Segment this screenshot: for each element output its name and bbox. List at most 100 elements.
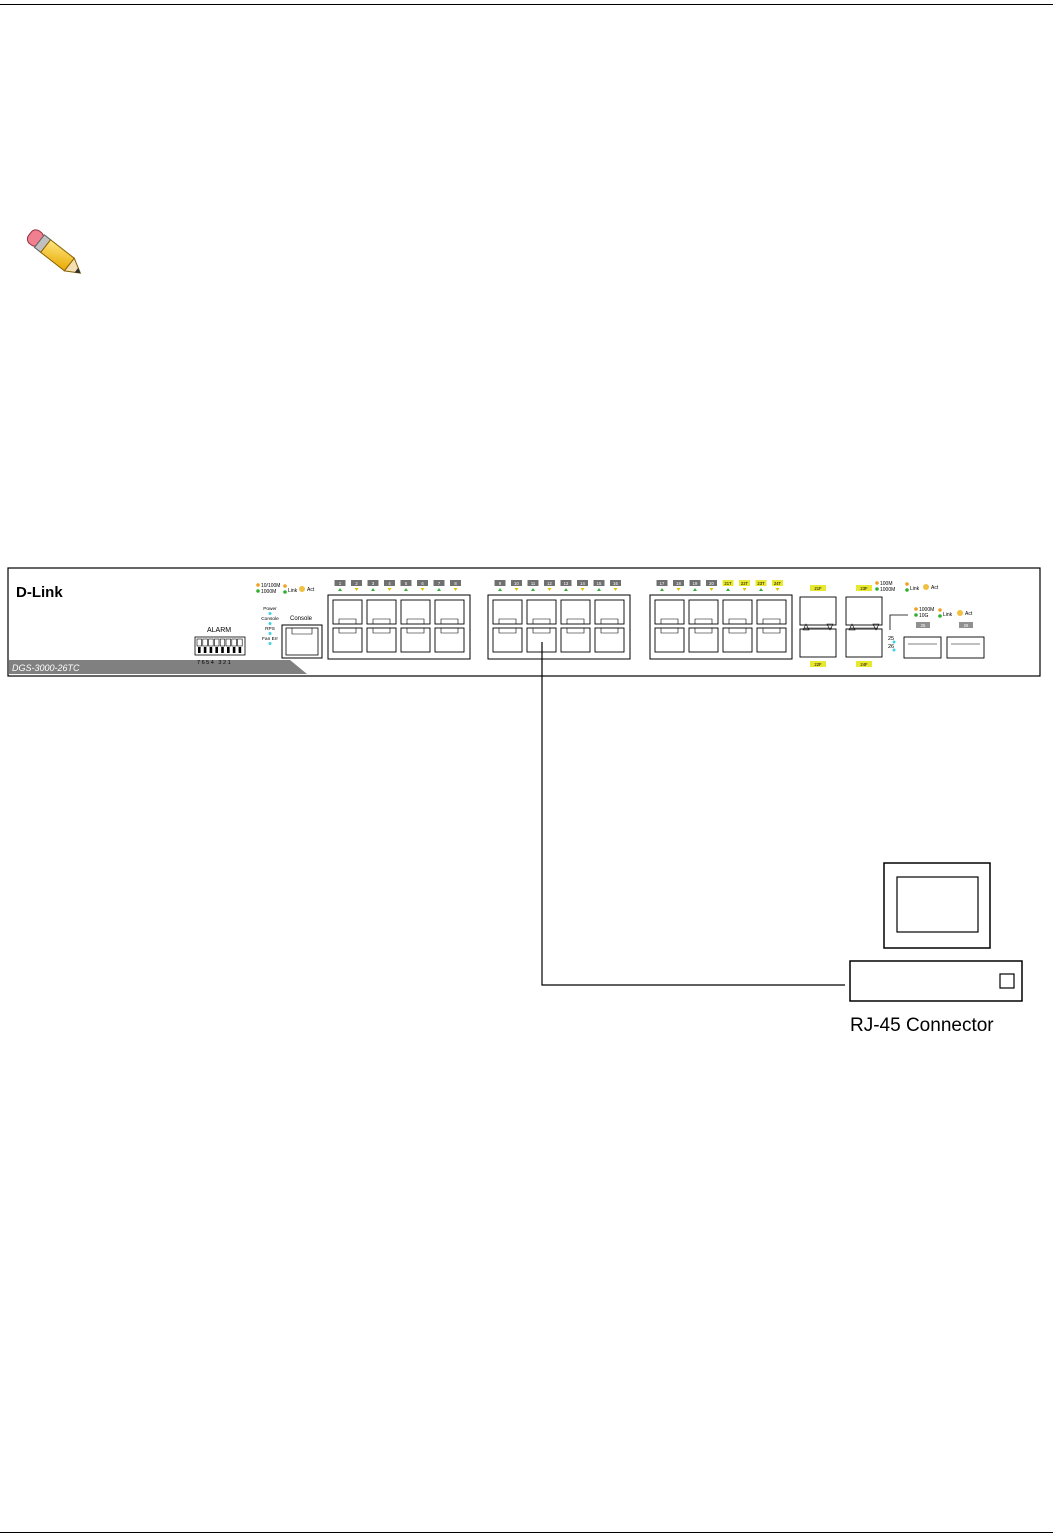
port-arrow-up xyxy=(564,588,568,591)
header-rule xyxy=(0,4,1053,5)
pencil-note-icon xyxy=(26,229,82,274)
combo-link-orange xyxy=(905,582,909,586)
port-number-label: 19 xyxy=(693,581,698,586)
port-arrow-down xyxy=(420,588,425,591)
port-number-tag xyxy=(739,580,750,586)
tengig-link-green xyxy=(938,614,942,618)
connector-label: RJ-45 Connector xyxy=(850,1015,994,1036)
computer-case xyxy=(849,960,1023,1002)
alarm-pin-screw xyxy=(198,647,201,653)
port-arrow-down xyxy=(709,588,714,591)
port-arrow-up xyxy=(371,588,375,591)
alarm-pin xyxy=(231,638,237,647)
port-arrow-up xyxy=(437,588,441,591)
port-number-tag xyxy=(706,580,717,586)
port-number-label: 13 xyxy=(564,581,569,586)
legend-link-orange xyxy=(283,584,287,588)
port-arrow-down xyxy=(387,588,392,591)
rj45-port xyxy=(594,599,625,625)
sfp-label-tag xyxy=(856,661,872,667)
brand-logo: D-Link xyxy=(16,584,63,601)
alarm-pin-screw xyxy=(238,647,242,653)
alarm-pin-screw xyxy=(221,647,224,653)
port-number-tag xyxy=(577,580,588,586)
combo-legend-green xyxy=(875,587,879,591)
rj45-port xyxy=(560,627,591,653)
rj45-connector-port xyxy=(999,973,1015,989)
port-number-label: 2 xyxy=(355,581,358,586)
status-led xyxy=(268,612,272,615)
rj45-port-notch xyxy=(440,618,459,624)
model-bar xyxy=(9,660,307,674)
port-arrow-up xyxy=(498,588,502,591)
alarm-pin xyxy=(225,638,231,647)
tengig-legend-act: Act xyxy=(965,611,973,617)
rj45-port-notch xyxy=(762,618,781,624)
port-number-tag xyxy=(656,580,668,586)
alarm-pin-screw xyxy=(209,647,213,653)
sfp-arrow-down-icon xyxy=(872,623,880,631)
status-led-label: RPS xyxy=(265,626,275,632)
sfp-slot xyxy=(845,628,883,658)
tengig-legend-2: 10G xyxy=(919,613,929,619)
rj45-port xyxy=(688,599,719,625)
legend-link-green xyxy=(283,590,287,594)
alarm-pin xyxy=(237,638,243,647)
sfp-label-tag xyxy=(856,585,872,591)
rj45-port xyxy=(560,599,591,625)
console-label: Console xyxy=(290,616,313,622)
tengig-legend-orange xyxy=(914,607,918,611)
port-number-label: 12 xyxy=(547,581,552,586)
port-number-tag xyxy=(527,580,539,586)
port-number-tag xyxy=(400,580,412,586)
rj45-port xyxy=(434,627,465,653)
sfp-slot xyxy=(845,596,883,626)
port-number-label: 8 xyxy=(454,581,457,586)
alarm-pin xyxy=(219,638,226,647)
rj45-port-notch xyxy=(440,628,459,634)
port-arrow-up xyxy=(597,588,601,591)
rj45-port-notch xyxy=(762,628,781,634)
port-number-label: 18 xyxy=(676,581,681,586)
ethernet-cable xyxy=(541,642,845,986)
port-number-tag xyxy=(450,580,461,586)
rj45-port-notch xyxy=(660,628,679,634)
port-number-tag xyxy=(494,580,506,586)
rj45-port-notch xyxy=(694,628,713,634)
rj45-port-notch xyxy=(660,618,679,624)
rj45-port-notch xyxy=(338,618,357,624)
rj45-port xyxy=(756,599,787,625)
combo-link-green xyxy=(905,588,909,592)
rj45-port xyxy=(492,599,523,625)
port-number-label: 10 xyxy=(514,581,519,586)
rj45-port xyxy=(654,599,685,625)
port-number-label: 14 xyxy=(580,581,585,586)
port-number-label: 9 xyxy=(499,581,502,586)
port-number-tag xyxy=(511,580,522,586)
tengig-slot-label: 26 xyxy=(964,623,969,628)
port-number-label: 7 xyxy=(438,581,441,586)
combo-legend-1: 100M xyxy=(880,581,893,587)
rj45-port xyxy=(756,627,787,653)
port-arrow-down xyxy=(547,588,552,591)
tengig-act-led xyxy=(957,610,963,616)
port-number-tag xyxy=(544,580,555,586)
sfp-label: 21F xyxy=(814,586,822,591)
sfp-label: 24F xyxy=(860,662,868,667)
tengig-port-number-25: 25 xyxy=(888,636,894,642)
port-arrow-down xyxy=(775,588,780,591)
combo-legend-act: Act xyxy=(931,585,939,591)
port-number-label: 6 xyxy=(421,581,424,586)
port-number-label: 15 xyxy=(597,581,602,586)
port-number-label: 17 xyxy=(660,581,665,586)
alarm-pin-screw xyxy=(232,647,236,653)
model-name: DGS-3000-26TC xyxy=(12,663,80,673)
legend-act: Act xyxy=(307,587,315,593)
tengig-sfp-slot xyxy=(946,636,985,659)
combo-act-led xyxy=(923,584,929,590)
footer-rule xyxy=(0,1532,1053,1533)
sfp-arrow-down-icon xyxy=(826,623,834,631)
alarm-pin-screw xyxy=(215,647,218,653)
console-port xyxy=(285,627,319,656)
